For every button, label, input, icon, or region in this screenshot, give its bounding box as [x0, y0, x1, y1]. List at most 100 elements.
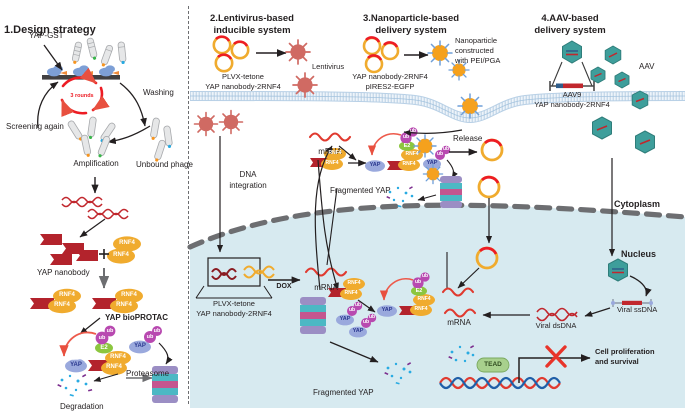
- label-rnf4-free-1: RNF4: [119, 240, 135, 246]
- label-degradation: Degradation: [60, 402, 104, 411]
- label-cytoplasm: Cytoplasm: [614, 199, 661, 209]
- translation-arrow: [338, 145, 357, 161]
- viral-ssdna: [611, 299, 653, 307]
- label-dna-integration-2: integration: [229, 181, 267, 190]
- label-fragmented-yap-cyto: Fragmented YAP: [330, 186, 391, 195]
- label-lentivirus: Lentivirus: [312, 62, 345, 71]
- transcription-elbow: [518, 354, 591, 383]
- nuc-proteasome: [300, 297, 326, 334]
- cyto-proteasome: [440, 176, 462, 208]
- label-yap-nuc-ub1: YAP: [339, 316, 351, 322]
- nuclear-membrane: [187, 202, 685, 250]
- label-rnf4-bpr-1: RNF4: [121, 292, 137, 298]
- label-ub-cyto-4: ub: [442, 146, 450, 152]
- label-yap-cyto: YAP: [369, 162, 381, 168]
- mrna-nucleus: [304, 267, 348, 277]
- label-rnf4-nuc-2: RNF4: [344, 290, 358, 296]
- cytoplasm-to-nucleus-curve: [317, 159, 339, 291]
- nanoparticle-plasmids: [362, 36, 400, 74]
- label-three-rounds: 3 rounds: [70, 93, 94, 99]
- label-rnf4-cyto-1: RNF4: [328, 150, 342, 156]
- label-np-plasmid-line1: YAP nanobody-2RNF4: [352, 72, 428, 81]
- label-integrated-2: YAP nanobody-2RNF4: [196, 309, 272, 318]
- label-aav-construct: YAP nanobody-2RNF4: [534, 100, 610, 109]
- label-ub-1: ub: [98, 335, 106, 341]
- label-washing: Washing: [143, 88, 174, 97]
- nuc-ub-yap-2: [349, 313, 377, 338]
- tead-badge: [476, 357, 510, 373]
- unbound-phage-group: [150, 117, 173, 162]
- label-plvx-plasmid-line1: PLVX-tetone: [222, 72, 264, 81]
- label-yap-bioprotac: YAP bioPROTAC: [105, 313, 168, 322]
- label-yap-nuc: YAP: [381, 307, 393, 313]
- label-ub-nuc-3: ub: [348, 307, 356, 313]
- label-e2-cyto: E2: [403, 143, 411, 149]
- label-yap-cyto-ub: YAP: [426, 160, 438, 166]
- nuc-ub-yap-1: [336, 301, 363, 326]
- label-mrna-cytoplasm: mRNA: [318, 147, 342, 156]
- label-yap-nuc-ub2: YAP: [352, 328, 364, 334]
- endocytosis-to-mrna-arrow: [403, 129, 463, 136]
- phage-dna: [61, 196, 129, 220]
- plvx-plasmids: [212, 35, 250, 73]
- label-rnf4-cx-2: RNF4: [106, 364, 122, 370]
- rnf4-free: [107, 236, 141, 264]
- label-ub-3: ub: [146, 334, 154, 340]
- plasma-membrane: [189, 91, 685, 124]
- phage-pool: [67, 116, 116, 158]
- panel3-title-line2: delivery system: [375, 25, 447, 36]
- outcome-fragments: [448, 345, 475, 363]
- cyto-ub-complex: [365, 127, 423, 172]
- label-nanoparticle-1: Nanoparticle: [455, 36, 498, 45]
- label-nanoparticle-2: constructed: [455, 46, 494, 55]
- label-dox: DOX: [276, 283, 292, 290]
- label-ub-nuc-1: ub: [414, 279, 422, 285]
- nuc-ub-complex: [377, 272, 435, 317]
- aav-genome-bar: [549, 81, 595, 91]
- label-rnf4-cyto-3: RNF4: [405, 151, 419, 157]
- ub-transfer-arc: [59, 331, 97, 357]
- label-fragmented-yap-nuc: Fragmented YAP: [313, 388, 374, 397]
- to-amplification-arrow: [107, 125, 151, 145]
- cyto-ub-yap: [423, 145, 451, 170]
- label-dna-integration-1: DNA: [239, 170, 257, 179]
- label-rnf4-nuc-1: RNF4: [347, 280, 361, 286]
- label-rnf4-bpl-1: RNF4: [59, 292, 75, 298]
- label-e2: E2: [100, 345, 108, 351]
- mrna-aav: [443, 308, 477, 318]
- cyto-yap-to-proteasome: [446, 159, 458, 179]
- label-outcome-line2: and survival: [595, 357, 639, 366]
- label-ub-nuc-6: ub: [368, 314, 376, 320]
- label-rnf4-cyto-2: RNF4: [325, 160, 339, 166]
- label-proteasome: Proteasome: [126, 369, 170, 378]
- lentivirus-particles: [193, 39, 318, 137]
- three-rounds-cycle: [60, 67, 110, 117]
- label-np-plasmid-line2: pIRES2-EGFP: [365, 82, 415, 91]
- phage-bound: [71, 37, 127, 67]
- panel2-title-line2: inducible system: [213, 25, 291, 36]
- label-ub-cyto-3: ub: [436, 151, 444, 157]
- label-screening-again: Screening again: [6, 122, 64, 131]
- label-ub-cyto-1: ub: [402, 134, 410, 140]
- panel1-title: 1.Design strategy: [4, 24, 96, 36]
- label-aav9: AAV9: [562, 90, 582, 99]
- label-integrated-1: PLVX-tetone: [213, 299, 255, 308]
- label-viral-ssdna: Viral ssDNA: [617, 305, 658, 314]
- label-ub-nuc-4: ub: [354, 302, 362, 308]
- nucleus-to-cytoplasm-curve: [314, 145, 333, 291]
- label-viral-dsdna: Viral dsDNA: [535, 321, 577, 330]
- nuc-proteasome-out-arrow: [329, 341, 379, 363]
- aav-particles: [590, 45, 655, 282]
- proteasome-barrel: [152, 366, 178, 403]
- screening-again-arrow: [37, 81, 59, 129]
- label-rnf4-bpr-2: RNF4: [116, 302, 132, 308]
- label-ub-cyto-2: ub: [409, 128, 417, 134]
- label-rnf4-free-2: RNF4: [113, 252, 129, 258]
- nucleus-region: [190, 205, 685, 408]
- yap-gst-proteins: [47, 65, 119, 77]
- cyto-proteasome-pointer: [417, 194, 437, 201]
- label-ub-nuc-5: ub: [362, 319, 370, 325]
- label-e2-nuc: E2: [415, 288, 423, 294]
